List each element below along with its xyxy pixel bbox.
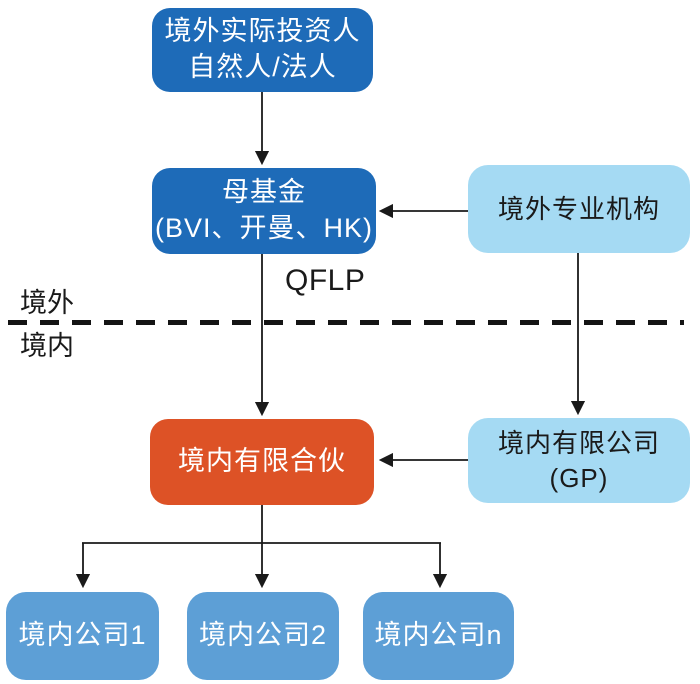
node-overseas-investor-line2: 自然人/法人 [188,52,337,82]
offshore-onshore-boundary-line [8,320,684,325]
node-domestic-gp-company: 境内有限公司 (GP) [468,418,690,503]
node-overseas-professional-org: 境外专业机构 [468,165,690,253]
node-overseas-investor-line1: 境外实际投资人 [164,16,361,47]
node-parent-fund-line2: (BVI、开曼、HK) [154,213,373,243]
offshore-label: 境外 [20,288,74,318]
node-domestic-company-2-label: 境内公司2 [198,620,328,651]
node-domestic-company-n: 境内公司n [363,592,514,680]
node-domestic-limited-partnership: 境内有限合伙 [150,419,374,505]
qflp-label: QFLP [285,264,366,297]
node-domestic-company-1: 境内公司1 [6,592,159,680]
node-domestic-gp-company-line2: (GP) [549,462,609,493]
onshore-label: 境内 [20,331,74,361]
node-overseas-professional-org-label: 境外专业机构 [497,193,660,224]
node-parent-fund-line1: 母基金 [222,177,306,208]
node-domestic-company-2: 境内公司2 [187,592,339,680]
node-domestic-limited-partnership-label: 境内有限合伙 [178,446,346,477]
node-domestic-gp-company-line1: 境内有限公司 [497,428,660,459]
node-parent-fund: 母基金 (BVI、开曼、HK) [152,168,376,254]
node-overseas-investor: 境外实际投资人 自然人/法人 [152,8,373,92]
node-domestic-company-n-label: 境内公司n [374,620,503,651]
node-domestic-company-1-label: 境内公司1 [18,620,147,651]
